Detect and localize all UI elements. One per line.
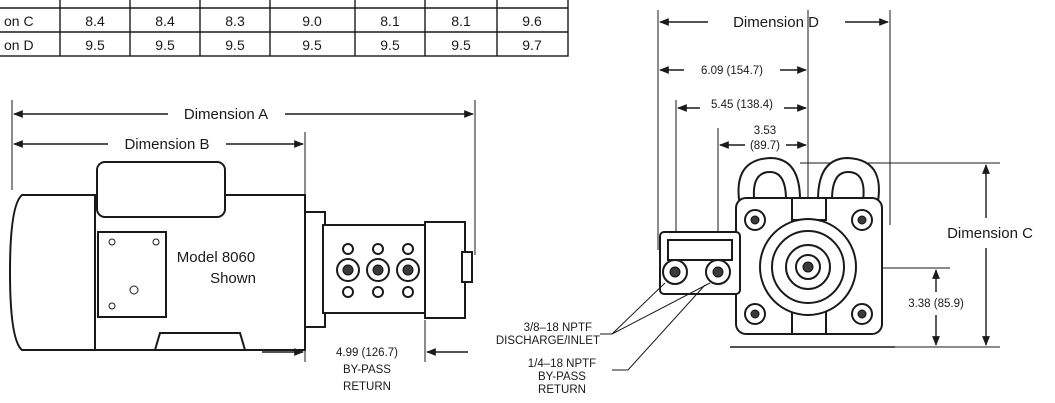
dimension-table: on C 8.4 8.4 8.3 9.0 8.1 8.1 9.6 on D 9.…	[0, 0, 569, 57]
port-2-size-label: 1/4–18 NPTF	[528, 358, 596, 370]
table-cell: 9.5	[225, 37, 245, 53]
table-cell: 9.6	[522, 13, 542, 29]
table-cell: 8.4	[155, 13, 175, 29]
table-cell: 9.5	[85, 37, 105, 53]
dim-5-45-label: 5.45 (138.4)	[711, 99, 773, 111]
dim-6-09-label: 6.09 (154.7)	[701, 65, 763, 77]
table-cell: 8.3	[225, 13, 245, 29]
table-cell: 8.1	[451, 13, 471, 29]
port-1-function-label: DISCHARGE/INLET	[496, 335, 600, 347]
pump-valve-caps	[336, 243, 420, 298]
model-shown-label: Shown	[210, 270, 256, 287]
dimension-c-label: Dimension C	[947, 225, 1033, 242]
dimension-b-label: Dimension B	[124, 136, 209, 153]
motor-conduit-box	[96, 161, 226, 218]
motor-end-bell	[8, 194, 96, 351]
return-label: RETURN	[343, 381, 391, 393]
port-1-size-label: 3/8–18 NPTF	[524, 322, 592, 334]
table-cell: 8.4	[85, 13, 105, 29]
port-2-return-label: RETURN	[538, 384, 586, 396]
table-cell: 8.1	[380, 13, 400, 29]
bypass-label: BY-PASS	[343, 364, 391, 376]
dimension-a-label: Dimension A	[184, 106, 268, 123]
pump-front-view: Dimension D 6.09 (154.7) 5.45 (138.4) 3.…	[496, 10, 1033, 396]
dim-89-7-label: (89.7)	[750, 140, 780, 152]
table-row-label: on D	[4, 37, 34, 53]
table-cell: 9.5	[155, 37, 175, 53]
motor-nameplate	[97, 231, 167, 318]
port-2-bypass-label: BY-PASS	[538, 371, 586, 383]
table-cell: 9.0	[302, 13, 322, 29]
table-cell: 9.5	[451, 37, 471, 53]
table-cell: 9.7	[522, 37, 542, 53]
bypass-dim-label: 4.99 (126.7)	[336, 347, 398, 359]
motor-foot	[153, 332, 247, 351]
dim-3-38-label: 3.38 (85.9)	[908, 298, 964, 310]
table-cell: 9.5	[380, 37, 400, 53]
shaft	[802, 261, 814, 273]
dimension-d-label: Dimension D	[733, 14, 819, 31]
model-label: Model 8060	[177, 249, 255, 266]
table-cell: 9.5	[302, 37, 322, 53]
dim-3-53-label: 3.53	[754, 125, 776, 137]
pump-side-view: Dimension A Dimension B Model 8060 Shown	[8, 100, 476, 393]
table-row-label: on C	[4, 13, 34, 29]
